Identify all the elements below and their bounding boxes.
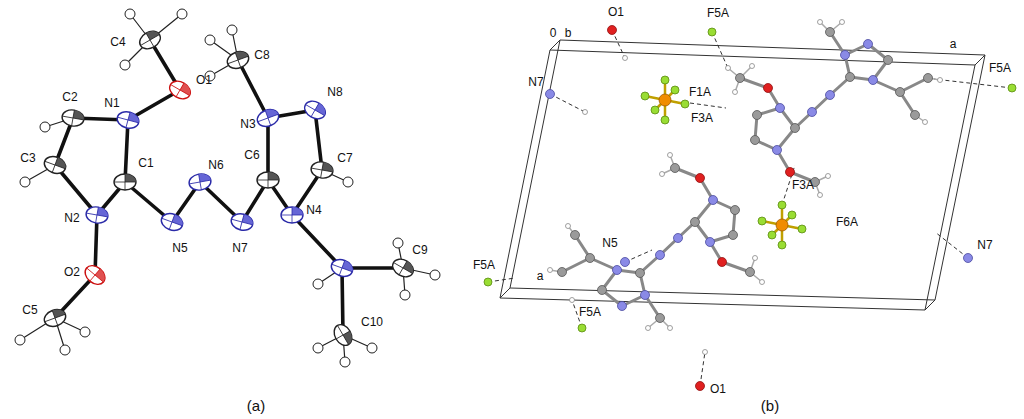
atom-label: N7: [232, 242, 247, 254]
atom-label: N5: [172, 242, 187, 254]
axis-label: b: [565, 27, 572, 39]
atom-label: C10: [361, 316, 383, 328]
ortep-molecule: [15, 9, 440, 367]
atom-label: O1: [196, 74, 212, 86]
atom-label: N3: [240, 118, 255, 130]
atom-label: F3A: [792, 179, 814, 191]
atom-label: N4: [306, 204, 321, 216]
atom-label: C7: [337, 152, 352, 164]
ellipsoid-atoms: [42, 28, 417, 349]
contact-atoms: [484, 26, 1016, 391]
axis-label: a: [537, 270, 544, 282]
atom-label: O1: [710, 383, 726, 395]
atom-label: C1: [138, 157, 153, 169]
atom-label: O2: [64, 266, 80, 278]
atom-label: N6: [208, 159, 223, 171]
bonds: [55, 40, 403, 335]
atom-label: N8: [327, 86, 342, 98]
atom-label: C4: [110, 36, 125, 48]
atom-label: O1: [608, 6, 624, 18]
atom-label: F6A: [836, 216, 858, 228]
atom-label: N1: [104, 97, 119, 109]
panel-label: (a): [247, 398, 265, 413]
axis-label: 0: [550, 27, 557, 39]
atom-label: F1A: [689, 86, 711, 98]
atom-label: F3A: [691, 112, 713, 124]
axis-label: a: [950, 38, 957, 50]
h-bonds: [20, 14, 435, 362]
atom-label: F5A: [473, 259, 495, 271]
atom-label: C9: [412, 244, 427, 256]
atom-label: N2: [64, 212, 79, 224]
packing-bonds: [550, 22, 940, 328]
atom-label: F5A: [707, 7, 729, 19]
atom-label: C8: [254, 49, 269, 61]
atom-label: N7: [528, 76, 543, 88]
atom-label: C5: [22, 304, 37, 316]
atom-label: C2: [62, 91, 77, 103]
atom-label: N5: [602, 237, 617, 249]
hexafluorophosphate: [641, 76, 806, 249]
panel-label: (b): [761, 398, 779, 413]
packing-atoms: [548, 20, 943, 355]
contact-lines: [488, 30, 1012, 386]
atom-label: F5A: [989, 62, 1011, 74]
atom-label: N7: [977, 239, 992, 251]
atom-label: F5A: [579, 306, 601, 318]
hydrogen-atoms: [15, 9, 440, 367]
anion-bonds: [645, 80, 802, 245]
atom-label: C3: [20, 152, 35, 164]
atom-label: C6: [244, 149, 259, 161]
